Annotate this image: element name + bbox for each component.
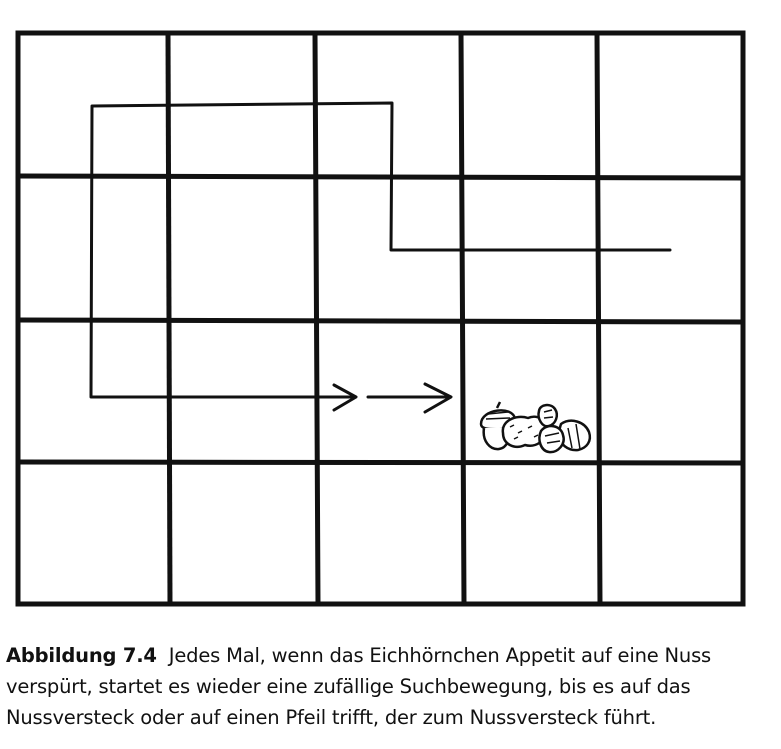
search-path — [89, 101, 672, 399]
arrow-icon — [366, 382, 453, 414]
grid-vline-4 — [594, 30, 603, 607]
grid — [15, 30, 746, 607]
nut-pile-icon — [479, 401, 592, 454]
caption-text-1: Jedes Mal, wenn das Eichhörnchen Appetit… — [168, 644, 711, 667]
figure-caption: Abbildung 7.4 Jedes Mal, wenn das Eichhö… — [6, 640, 778, 733]
grid-hline-2 — [15, 317, 746, 325]
grid-hline-1 — [15, 173, 746, 181]
grid-vline-3 — [458, 30, 467, 607]
caption-line-2: verspürt, startet es wieder eine zufälli… — [6, 675, 691, 698]
caption-line-1: Abbildung 7.4 Jedes Mal, wenn das Eichhö… — [6, 640, 778, 671]
squirrel-search-diagram — [15, 30, 746, 607]
caption-line-3: Nussversteck oder auf einen Pfeil trifft… — [6, 706, 657, 729]
grid-hline-3 — [15, 459, 746, 466]
arrow-icon — [332, 383, 358, 412]
caption-label: Abbildung 7.4 — [6, 644, 157, 667]
